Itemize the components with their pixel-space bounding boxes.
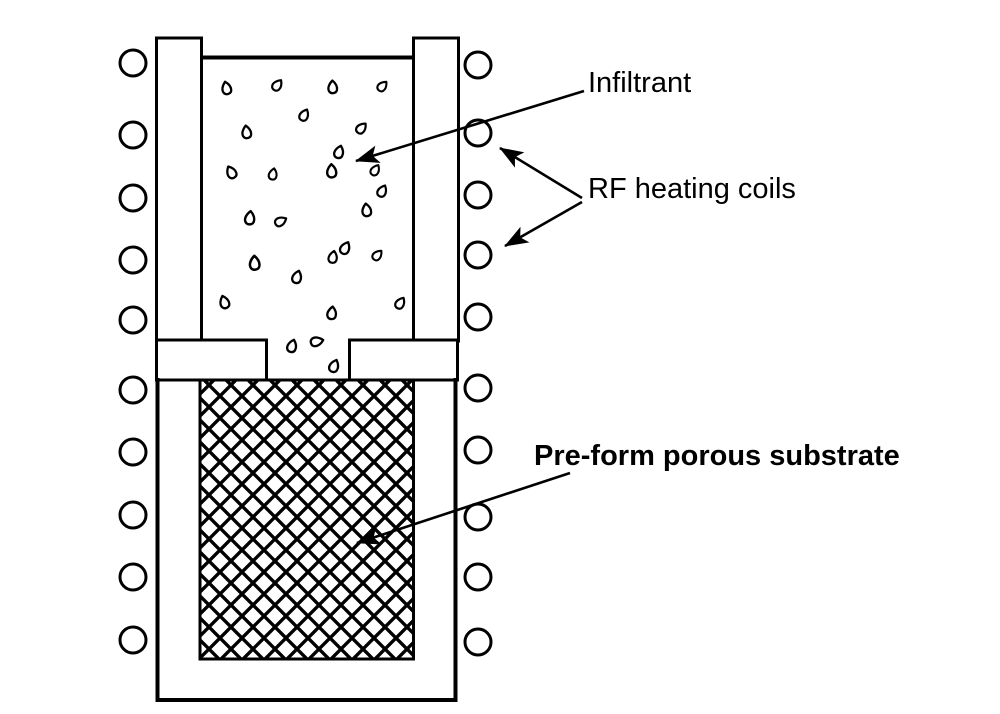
rf-coil-turn [118, 183, 148, 213]
label-infiltrant: Infiltrant [588, 67, 692, 99]
rf-coil-turn [463, 240, 493, 270]
infiltrant-droplet [248, 254, 261, 271]
label-preform-porous-substrate: Pre-form porous substrate [534, 440, 900, 472]
rf-coil-turn [118, 437, 148, 467]
infiltrant-droplet [325, 162, 338, 179]
infiltrant-droplet [326, 305, 338, 321]
upper-tube-right-wall [412, 36, 460, 343]
leader-arrow-to-upper-right-coil [499, 146, 583, 200]
infiltrant-droplets [219, 79, 406, 374]
infiltrant-droplet [361, 202, 373, 218]
lower-vessel-wall [155, 378, 458, 702]
rf-coil-turn [118, 625, 148, 655]
rf-coil-turn [463, 435, 493, 465]
infiltrant-droplet [286, 338, 298, 354]
infiltrant-droplet [221, 80, 233, 96]
rf-coil-turn [463, 302, 493, 332]
infiltrant-droplet [271, 79, 283, 92]
infiltrant-droplet [369, 164, 380, 177]
infiltrant-droplet [355, 122, 367, 135]
infiltrant-droplet [298, 108, 310, 122]
rf-coils-left-column [118, 48, 148, 655]
rf-coil-turn [118, 120, 148, 150]
infiltrant-droplet [327, 358, 340, 374]
infiltrant-droplet [243, 209, 256, 226]
infiltrant-droplet [309, 336, 325, 348]
rf-coil-turn [463, 180, 493, 210]
leader-arrow-to-infiltrant-droplets [355, 89, 585, 163]
rf-coil-turn [118, 305, 148, 335]
leader-arrow-to-lower-right-coil [504, 200, 583, 248]
rf-coil-turn [118, 500, 148, 530]
infiltrant-droplet [267, 167, 278, 181]
infiltrant-droplet [371, 249, 383, 262]
label-rf-heating-coils: RF heating coils [588, 173, 796, 205]
left-ledge [155, 338, 268, 382]
infiltrant-droplet [226, 165, 238, 180]
rf-coil-turn [118, 562, 148, 592]
infiltrant-droplet [333, 144, 345, 160]
rf-coil-turn [118, 245, 148, 275]
leader-arrows [355, 89, 585, 545]
infiltrant-droplet [241, 124, 253, 140]
infiltrant-droplet [291, 269, 303, 285]
right-ledge [348, 338, 459, 382]
rf-coil-turn [118, 48, 148, 78]
rf-coil-turn [118, 375, 148, 405]
rf-coil-turn [463, 50, 493, 80]
infiltrant-droplet [327, 249, 338, 264]
rf-coils-right-column [463, 50, 493, 657]
upper-tube-left-wall [155, 36, 203, 343]
rf-coil-turn [463, 627, 493, 657]
leader-arrow-to-substrate-block [356, 471, 571, 545]
infiltrant-droplet [219, 294, 231, 310]
infiltrant-droplet [273, 216, 288, 228]
infiltrant-droplet [394, 296, 406, 310]
rf-coil-turn [463, 373, 493, 403]
infiltrant-droplet [327, 79, 339, 95]
infiltrant-droplet [338, 241, 351, 256]
infiltrant-droplet [376, 184, 388, 198]
rf-coil-turn [463, 562, 493, 592]
rf-coil-turn [463, 502, 493, 532]
substrate-block [198, 378, 415, 661]
infiltrant-droplet [376, 80, 388, 93]
